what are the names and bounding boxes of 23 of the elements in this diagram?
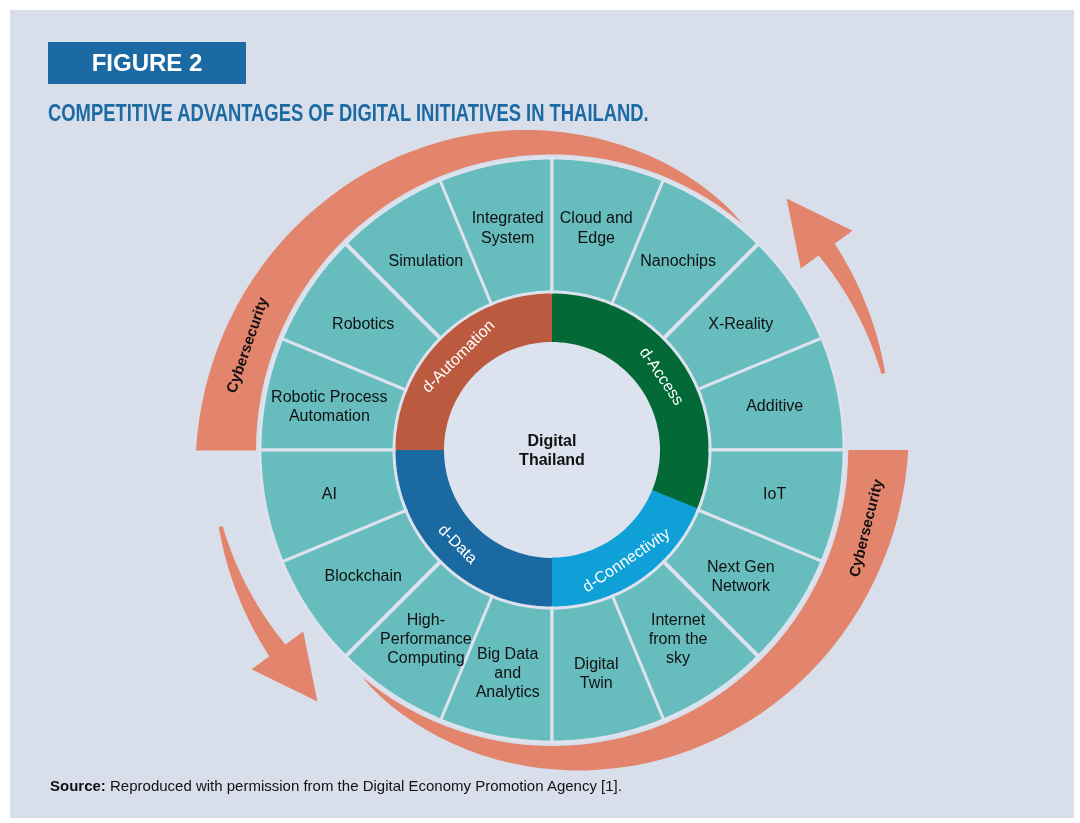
segment-label: Simulation [387, 251, 465, 271]
segment-label: High-Performance Computing [379, 609, 473, 668]
segment-label: AI [320, 484, 338, 504]
segment-label: Internet from the sky [647, 609, 709, 668]
segment-label: Cloud and Edge [558, 208, 634, 247]
segment-label: Next Gen Network [705, 556, 776, 596]
segment-label: Nanochips [639, 251, 717, 271]
wheel-segment [697, 450, 844, 562]
figure-number: FIGURE 2 [48, 42, 246, 84]
segment-label: Digital Twin [573, 653, 620, 692]
segment-label: IoT [762, 484, 788, 504]
hub-label: Digital Thailand [518, 430, 586, 470]
segment-label: Robotics [331, 314, 396, 334]
segment-label: X-Reality [707, 314, 775, 334]
segment-label: Robotic Process Automation [270, 386, 389, 425]
segment-label: Blockchain [323, 566, 403, 586]
wheel-segment [260, 450, 406, 562]
figure-title: COMPETITIVE ADVANTAGES OF DIGITAL INITIATIVES IN THAILAND. [48, 100, 649, 127]
source-note: Source: Reproduced with permission from the Digital Economy Promotion Agency [1]. [50, 777, 622, 794]
wheel-segment [697, 338, 844, 450]
segment-label: Additive [745, 396, 805, 416]
segment-label: Integrated System [470, 208, 545, 247]
segment-label: Big Data and Analytics [474, 643, 541, 702]
